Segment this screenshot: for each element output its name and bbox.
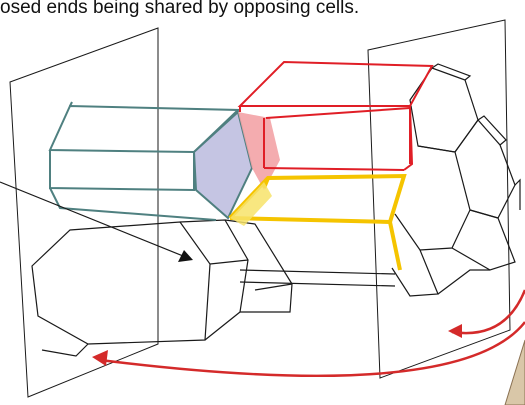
lower-hex-cell [31,219,293,357]
hand-fragment [504,339,525,405]
caption-text: osed ends being shared by opposing cells… [0,0,360,18]
arrowhead-upper [448,324,462,338]
rotation-arrows-icon [99,289,525,378]
arrowhead-lower [92,350,108,366]
yellow-shared-face [230,182,272,226]
shared-face-purple [192,110,254,220]
pointer-arrow-icon [0,181,193,262]
red-prism [237,60,434,171]
yellow-prism [228,173,407,271]
left-plane [9,27,159,398]
right-hex-cluster [239,63,521,297]
shared-face-pink [238,112,280,190]
right-plane [367,19,511,379]
